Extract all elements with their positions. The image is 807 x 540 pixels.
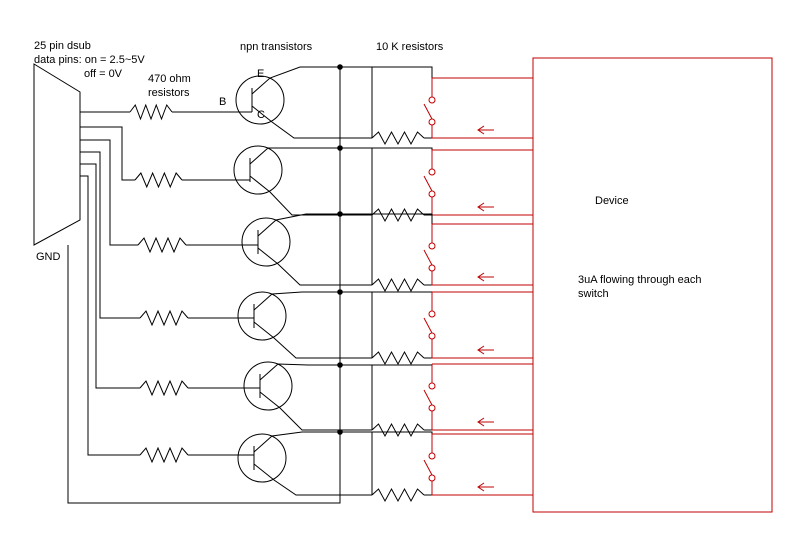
switch-to-device-wire (431, 411, 533, 431)
resistor-10k (371, 207, 425, 223)
switch-blade (423, 175, 433, 192)
switch-contact (428, 264, 436, 272)
switch-to-device-wire (431, 125, 533, 139)
rail-to-resistor-wire (340, 66, 373, 138)
emitter-lead (253, 291, 340, 311)
channel-group (79, 64, 533, 503)
switch-contact (428, 474, 436, 482)
current-label-line2: switch (578, 288, 609, 300)
res470-label-line2: resistors (148, 87, 190, 99)
switch-blade (423, 317, 433, 334)
resistor-10k (371, 487, 425, 503)
dsub-label-line2: data pins: on = 2.5~5V (34, 54, 145, 66)
rail-to-resistor-wire (340, 213, 373, 285)
data-pin-wire (80, 139, 138, 246)
switch-top-wire (372, 364, 433, 366)
collector-lead (249, 175, 372, 216)
switch-contact (428, 404, 436, 412)
current-arrow-head (477, 482, 485, 492)
switch-blade (423, 103, 433, 120)
resistor-470-ohm (139, 309, 189, 327)
npn-transistor (237, 433, 287, 483)
switch-contact (428, 96, 436, 104)
emitter-lead (257, 213, 340, 237)
res10k-label: 10 K resistors (376, 41, 444, 53)
resistor-470-ohm (139, 446, 189, 464)
switch-blade (423, 249, 433, 266)
switch-contact (428, 190, 436, 198)
emitter-lead (259, 363, 340, 381)
switch-contact (428, 332, 436, 340)
npn-label: npn transistors (240, 41, 313, 53)
current-arrow-head (477, 272, 485, 282)
ground-return-wire (67, 67, 341, 504)
resistor-10k (371, 350, 425, 366)
npn-transistor (233, 145, 283, 195)
data-pin-wire (79, 111, 130, 113)
data-pin-wire (80, 151, 140, 319)
current-arrow-head (477, 345, 485, 355)
resistor-470-ohm (129, 103, 173, 121)
current-arrow-head (477, 417, 485, 427)
current-label-line1: 3uA flowing through each (578, 274, 702, 286)
npn-transistor (241, 217, 291, 267)
switch-blade (423, 389, 433, 406)
npn-transistor (237, 291, 287, 341)
rail-to-resistor-wire (340, 364, 373, 430)
data-pin-wire (80, 126, 135, 181)
res470-label-line1: 470 ohm (148, 73, 191, 85)
emitter-lead (253, 431, 340, 453)
collector-lead (253, 321, 372, 359)
current-arrow-head (477, 202, 485, 212)
collector-pin-label: C (257, 109, 265, 121)
switch-top-wire (372, 66, 433, 78)
rail-to-resistor-wire (340, 291, 373, 358)
switch-contact (428, 168, 436, 176)
switch-blade (423, 459, 433, 476)
npn-transistor (235, 75, 285, 125)
switch-contact (428, 118, 436, 126)
switch-to-device-wire (431, 197, 533, 216)
dsub-label-line1: 25 pin dsub (34, 40, 91, 52)
switch-contact (428, 242, 436, 250)
base-pin-label: B (219, 96, 226, 108)
switch-to-device-wire (431, 339, 533, 359)
resistor-10k (371, 277, 425, 293)
switch-to-device-wire (431, 271, 533, 286)
emitter-lead (251, 66, 340, 95)
switch-top-wire (372, 147, 433, 150)
switch-contact (428, 382, 436, 390)
emitter-pin-label: E (257, 68, 264, 80)
npn-transistor (243, 361, 293, 411)
resistor-470-ohm (139, 379, 189, 397)
current-arrow-head (477, 125, 485, 135)
collector-lead (251, 105, 372, 139)
resistor-10k (371, 422, 425, 438)
switch-contact (428, 452, 436, 460)
collector-lead (253, 463, 372, 496)
resistor-470-ohm (137, 236, 187, 254)
data-pin-wire (80, 175, 140, 456)
collector-lead (257, 247, 372, 286)
rail-to-resistor-wire (340, 147, 373, 215)
switch-top-wire (372, 431, 433, 434)
collector-lead (259, 391, 372, 431)
emitter-lead (249, 147, 340, 165)
resistor-10k (371, 130, 425, 146)
dsub-connector (33, 63, 81, 246)
data-pin-wire (80, 163, 140, 389)
switch-to-device-wire (431, 481, 533, 496)
resistor-470-ohm (134, 171, 183, 189)
switch-top-wire (372, 213, 433, 224)
gnd-label: GND (36, 251, 61, 263)
dsub-label-line3: off = 0V (84, 68, 123, 80)
device-label: Device (595, 195, 629, 207)
rail-to-resistor-wire (340, 431, 373, 495)
switch-contact (428, 310, 436, 318)
